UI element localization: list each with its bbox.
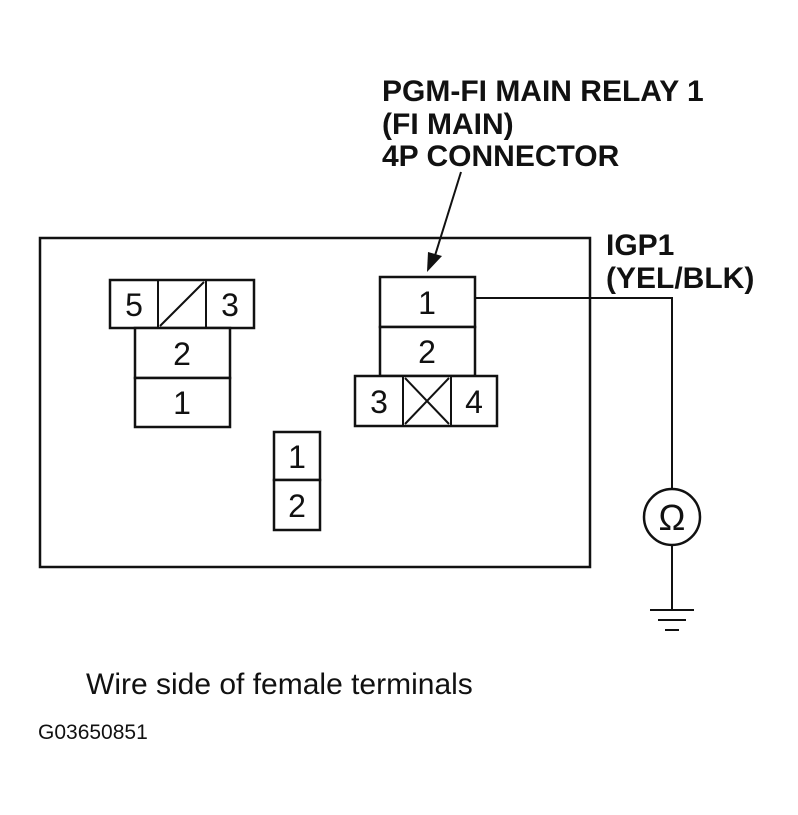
callout-arrow-line bbox=[432, 171, 462, 263]
main-relay-connector: 1 2 3 4 bbox=[353, 275, 499, 428]
figure-code: G03650851 bbox=[38, 721, 148, 744]
main-terminal-2: 2 bbox=[418, 334, 436, 370]
callout-line-2: (FI MAIN) bbox=[382, 108, 514, 141]
wire-name-label: IGP1 bbox=[606, 229, 674, 262]
main-terminal-4: 4 bbox=[465, 384, 483, 420]
callout-line-1: PGM-FI MAIN RELAY 1 bbox=[382, 75, 704, 108]
small-terminal-2: 2 bbox=[288, 488, 306, 524]
callout-line-3: 4P CONNECTOR bbox=[382, 140, 620, 173]
ground-icon bbox=[650, 609, 694, 631]
blocked-terminal-mark-b bbox=[404, 377, 450, 425]
main-connector-middle bbox=[378, 325, 477, 378]
main-connector-top bbox=[378, 275, 477, 329]
ohmmeter: Ω bbox=[642, 487, 702, 547]
left-connector-bottom bbox=[133, 376, 232, 429]
terminal-5: 5 bbox=[125, 287, 143, 323]
small-connector-bottom bbox=[272, 478, 322, 532]
diagram-caption: Wire side of female terminals bbox=[86, 668, 473, 701]
main-terminal-1: 1 bbox=[418, 285, 436, 321]
main-terminal-3: 3 bbox=[370, 384, 388, 420]
wire-color-label: (YEL/BLK) bbox=[606, 262, 754, 295]
terminal-1: 1 bbox=[173, 385, 191, 421]
terminal-3: 3 bbox=[221, 287, 239, 323]
unused-terminal-mark bbox=[159, 281, 205, 327]
terminal-2: 2 bbox=[173, 336, 191, 372]
callout-arrow-head bbox=[427, 252, 442, 272]
small-connector: 1 2 bbox=[272, 430, 322, 532]
left-connector: 5 3 2 1 bbox=[108, 278, 256, 429]
ohm-symbol-icon: Ω bbox=[659, 497, 686, 538]
igp1-wire bbox=[475, 297, 673, 489]
small-terminal-1: 1 bbox=[288, 439, 306, 475]
